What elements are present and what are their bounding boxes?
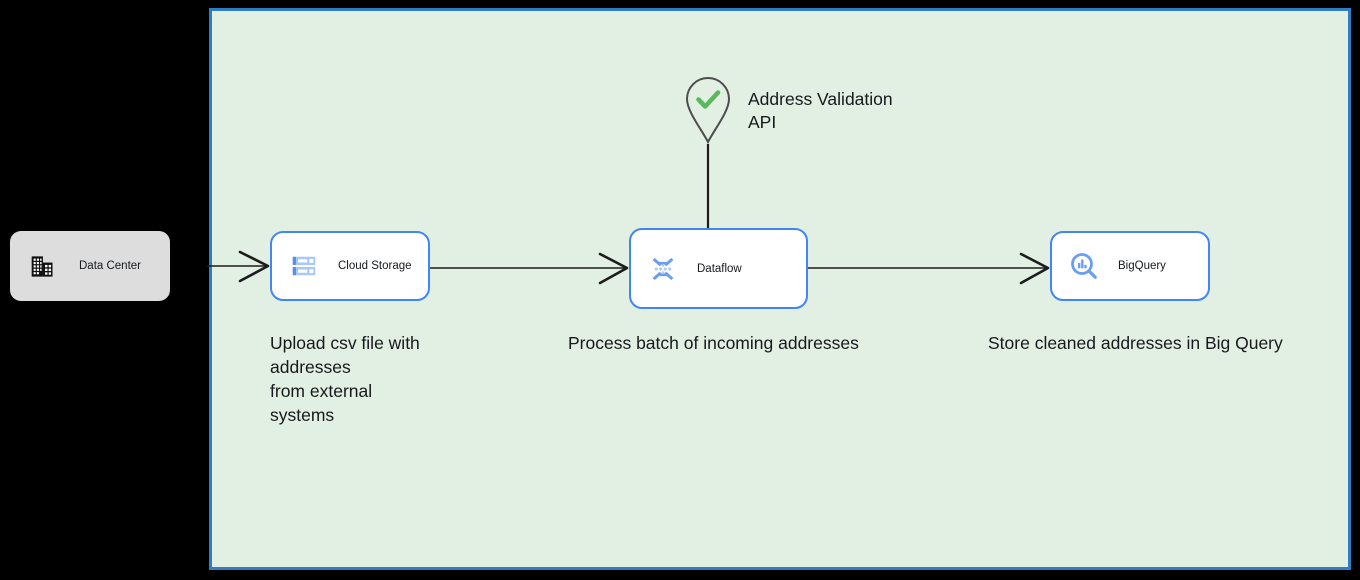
node-data-center-label: Data Center (79, 260, 142, 272)
node-cloud-storage-label: Cloud Storage (338, 260, 412, 272)
caption-bigquery: Store cleaned addresses in Big Query (988, 333, 1283, 353)
caption-dataflow: Process batch of incoming addresses (568, 333, 859, 353)
node-address-validation-api[interactable] (684, 76, 732, 145)
map-pin-check-icon (685, 76, 731, 145)
node-cloud-storage[interactable]: Cloud Storage (270, 231, 430, 301)
node-dataflow[interactable]: Dataflow (629, 228, 808, 309)
caption-cloud-storage: Upload csv file with addresses from exte… (270, 333, 420, 425)
data-center-building-icon (30, 253, 57, 280)
node-address-validation-api-label: Address Validation API (748, 89, 893, 132)
bigquery-magnifier-icon (1069, 251, 1099, 281)
node-bigquery-label: BigQuery (1118, 260, 1166, 272)
node-bigquery[interactable]: BigQuery (1050, 231, 1210, 301)
cloud-storage-server-icon (289, 251, 319, 281)
node-dataflow-label: Dataflow (697, 262, 742, 275)
dataflow-bowtie-icon (648, 254, 678, 284)
node-data-center[interactable]: Data Center (10, 231, 170, 301)
